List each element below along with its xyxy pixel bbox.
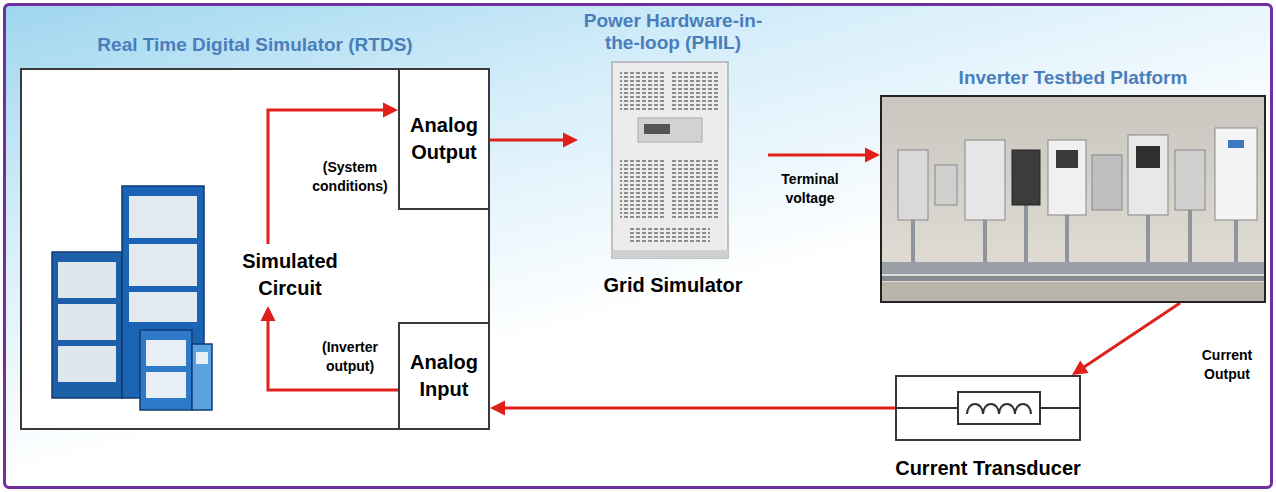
rack-panel: [196, 352, 208, 364]
cabinet-base: [612, 250, 728, 258]
rack-panel: [129, 292, 197, 322]
arrow-line: [490, 139, 568, 142]
edge-label: (System conditions): [306, 158, 394, 196]
signal-arrow: [490, 401, 895, 416]
analog-input-box: Analog Input: [398, 322, 490, 430]
node-text: Analog Output: [400, 112, 488, 166]
inverter-unit: [1048, 140, 1086, 215]
arrow-head: [261, 306, 276, 321]
cabinet-display: [644, 124, 670, 134]
inverter-display: [1056, 150, 1078, 168]
signal-arrow: [768, 148, 880, 163]
grid-simulator: Power Hardware-in-the-loop (PHIL) Grid Si…: [578, 10, 768, 302]
signal-arrow: [490, 133, 578, 148]
inverter-unit: [1175, 150, 1205, 210]
rack-unit: [192, 344, 212, 410]
arrow-line: [1080, 303, 1180, 369]
rack: [52, 252, 122, 398]
inverter-unit: [898, 150, 928, 220]
inverter-unit: [965, 140, 1005, 220]
inductor-lead: [897, 407, 958, 409]
conduit: [983, 220, 987, 264]
inverter-unit: [1215, 128, 1257, 220]
cabinet-vent: [670, 158, 720, 218]
signal-arrow: [268, 103, 398, 245]
signal-arrow: [261, 306, 399, 390]
conduit-rail: [882, 276, 1264, 281]
node-text: Simulated Circuit: [236, 248, 344, 302]
arrow-line: [500, 407, 895, 410]
circuit-label: Simulated Circuit: [236, 244, 344, 306]
inverter-unit: [1012, 150, 1040, 205]
conduit: [1234, 220, 1238, 264]
rack-panel: [58, 346, 116, 382]
inductor-coil: [967, 404, 1031, 414]
arrow-head: [383, 103, 398, 118]
arrow-head: [563, 133, 578, 148]
inductor-body: [958, 392, 1040, 424]
rack-panel: [129, 244, 197, 286]
rack-panel: [146, 372, 186, 398]
node-text: Current Transducer: [877, 455, 1099, 482]
arrow-head: [490, 401, 505, 416]
inverter-unit: [935, 165, 957, 205]
heading-text: Inverter Testbed Platform: [882, 67, 1264, 89]
grid-simulator-cabinet: [612, 62, 728, 258]
inductor-lead: [1040, 407, 1079, 409]
node-text: Grid Simulator: [578, 272, 768, 299]
conduit: [911, 220, 915, 264]
inverter-display: [1136, 146, 1160, 168]
transducer-ground: [895, 375, 1081, 441]
conduit: [1146, 215, 1150, 264]
heading-text: Real Time Digital Simulator (RTDS): [22, 34, 488, 56]
rtds-box: Real Time Digital Simulator (RTDS)Simula…: [20, 68, 490, 430]
inverter-photo: [882, 97, 1264, 301]
conduit: [1065, 215, 1069, 264]
arrow-head: [1072, 360, 1089, 375]
photo-floor: [882, 282, 1264, 301]
inverter-logo: [1228, 140, 1244, 148]
rack-unit: [140, 330, 192, 410]
arrow-line: [268, 316, 398, 390]
rack-panel: [129, 196, 197, 238]
cabinet-panel: [638, 118, 702, 142]
heading-text: Power Hardware-in-the-loop (PHIL): [578, 10, 768, 54]
rack-panel: [58, 262, 116, 298]
rack-panel: [146, 340, 186, 366]
photo-wall: [882, 97, 1264, 301]
conduit: [1188, 210, 1192, 264]
arrow-head: [865, 148, 880, 163]
cabinet-vent: [670, 70, 720, 110]
rack-panel: [58, 304, 116, 340]
edge-label: Terminal voltage: [768, 170, 852, 208]
rtds-ground: [20, 68, 490, 430]
edge-label: (Inverter output): [306, 338, 394, 376]
cabinet-vent: [630, 226, 710, 244]
rtds-racks: [52, 186, 212, 410]
inverter-unit: [1128, 135, 1168, 215]
cabinet-vent: [620, 70, 664, 110]
cabinet-vent: [620, 158, 664, 218]
inverter-testbed: Inverter Testbed Platform: [880, 95, 1266, 303]
conduit-rail: [882, 262, 1264, 274]
cabinet-body: [612, 62, 728, 258]
current-transducer-box: Current Transducer: [895, 375, 1081, 441]
analog-output-box: Analog Output: [398, 68, 490, 210]
inverter-unit: [1092, 155, 1122, 210]
edge-label: Current Output: [1188, 346, 1266, 384]
conduit: [1024, 205, 1028, 264]
arrow-line: [768, 154, 870, 157]
arrow-line: [268, 110, 388, 244]
inductor-symbol: [895, 375, 1081, 441]
signal-arrow: [1072, 303, 1180, 375]
node-text: Analog Input: [400, 349, 488, 403]
